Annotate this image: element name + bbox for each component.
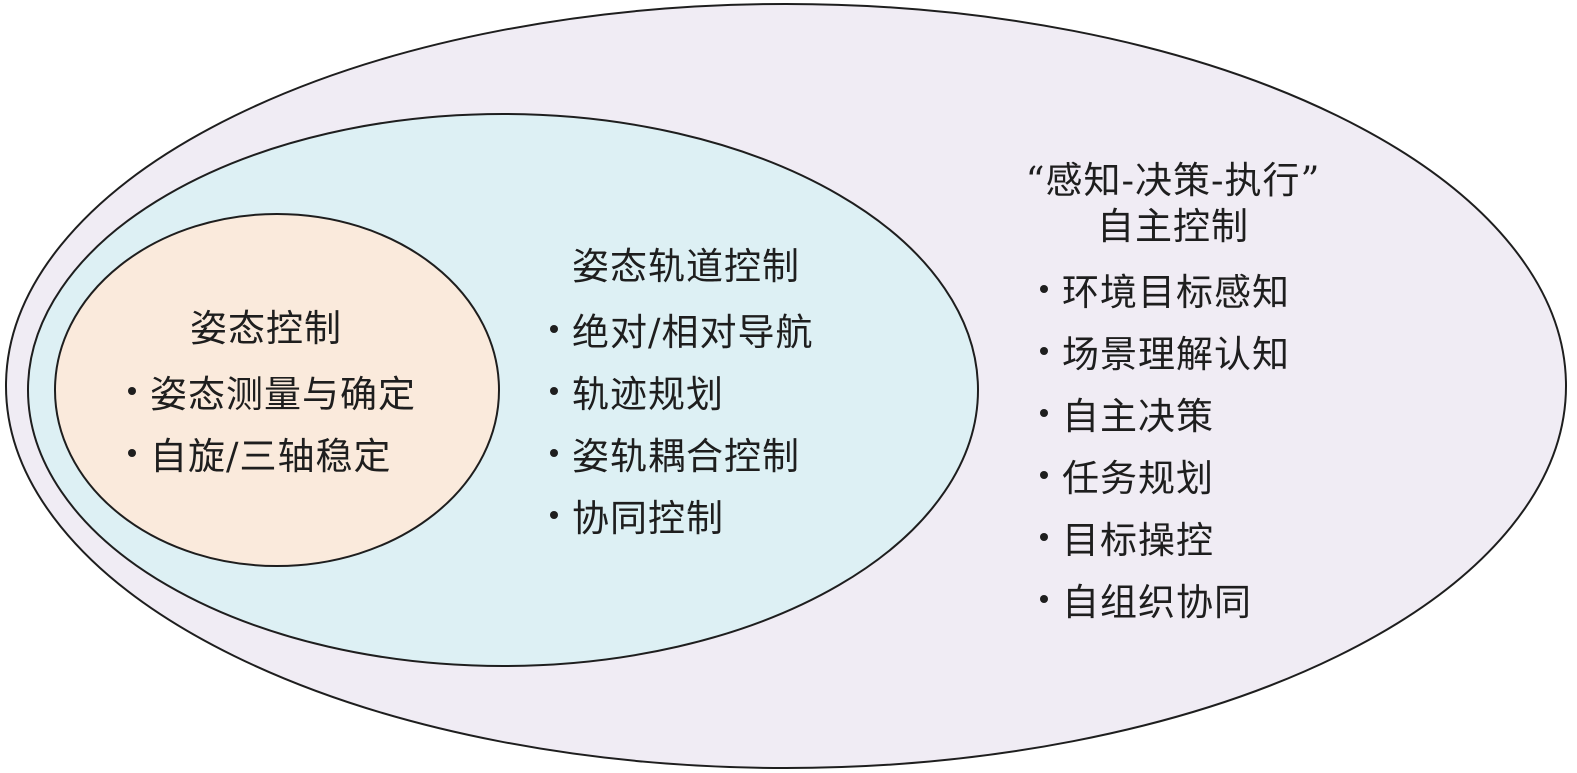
bullet-icon [1040,409,1048,417]
list-item-label: 轨迹规划 [572,373,724,416]
attitude-control-list: 姿态测量与确定 自旋/三轴稳定 [128,360,416,484]
bullet-icon [1040,347,1048,355]
attitude-control-region: 姿态控制 姿态测量与确定 自旋/三轴稳定 [128,306,416,484]
list-item-label: 姿态测量与确定 [150,373,416,416]
list-item-label: 任务规划 [1062,457,1214,500]
list-item: 目标操控 [1040,506,1353,568]
bullet-icon [128,387,136,395]
bullet-icon [128,449,136,457]
autonomous-control-title-line1: “感知-决策-执行” [1025,159,1321,202]
list-item-label: 自主决策 [1062,395,1214,438]
attitude-orbit-control-title: 姿态轨道控制 [572,245,800,288]
autonomous-control-region: “感知-决策-执行” 自主控制 环境目标感知 场景理解认知 自主决策 任务规划 … [1026,158,1353,630]
list-item-label: 自旋/三轴稳定 [150,435,392,478]
bullet-icon [1040,533,1048,541]
attitude-orbit-control-region: 姿态轨道控制 绝对/相对导航 轨迹规划 姿轨耦合控制 协同控制 [550,244,813,546]
list-item-label: 目标操控 [1062,519,1214,562]
list-item: 姿轨耦合控制 [550,422,813,484]
inner-ellipse-attitude-control [54,213,500,567]
attitude-control-title: 姿态控制 [190,307,342,350]
list-item: 任务规划 [1040,444,1353,506]
list-item: 自组织协同 [1040,568,1353,630]
list-item: 场景理解认知 [1040,320,1353,382]
list-item: 自旋/三轴稳定 [128,422,416,484]
bullet-icon [550,387,558,395]
bullet-icon [1040,471,1048,479]
attitude-orbit-control-list: 绝对/相对导航 轨迹规划 姿轨耦合控制 协同控制 [550,298,813,546]
bullet-icon [550,449,558,457]
bullet-icon [1040,595,1048,603]
autonomous-control-title-line2: 自主控制 [1097,205,1249,248]
list-item: 轨迹规划 [550,360,813,422]
autonomous-control-list: 环境目标感知 场景理解认知 自主决策 任务规划 目标操控 自组织协同 [1040,258,1353,630]
list-item: 绝对/相对导航 [550,298,813,360]
list-item-label: 环境目标感知 [1062,271,1290,314]
list-item: 姿态测量与确定 [128,360,416,422]
bullet-icon [550,511,558,519]
list-item: 自主决策 [1040,382,1353,444]
bullet-icon [1040,285,1048,293]
list-item: 环境目标感知 [1040,258,1353,320]
list-item: 协同控制 [550,484,813,546]
list-item-label: 姿轨耦合控制 [572,435,800,478]
bullet-icon [550,325,558,333]
list-item-label: 场景理解认知 [1062,333,1290,376]
list-item-label: 协同控制 [572,497,724,540]
list-item-label: 绝对/相对导航 [572,311,814,354]
list-item-label: 自组织协同 [1062,581,1252,624]
